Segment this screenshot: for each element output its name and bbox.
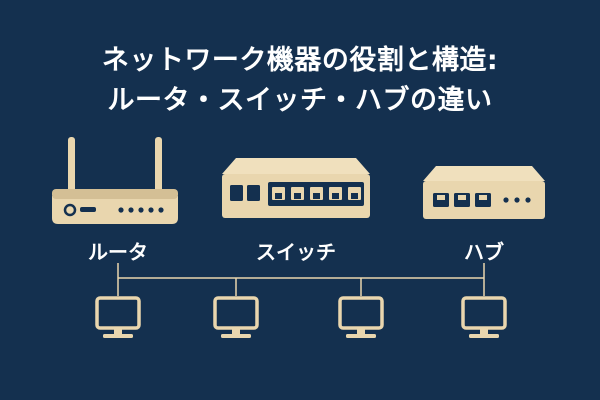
computer-icon xyxy=(213,296,259,338)
hub-icon xyxy=(423,166,545,219)
computer-icon xyxy=(461,296,507,338)
hub-label: ハブ xyxy=(464,240,504,264)
page-title-line-2: ルータ・スイッチ・ハブの違い xyxy=(107,85,493,116)
computer-icon xyxy=(95,296,141,338)
switch-icon xyxy=(222,158,370,218)
connection-lines xyxy=(117,263,485,296)
router-label: ルータ xyxy=(88,240,148,264)
switch-label: スイッチ xyxy=(256,240,336,264)
page-title-line-1: ネットワーク機器の役割と構造: xyxy=(101,45,499,76)
router-icon xyxy=(52,137,178,224)
computer-icon xyxy=(338,296,384,338)
